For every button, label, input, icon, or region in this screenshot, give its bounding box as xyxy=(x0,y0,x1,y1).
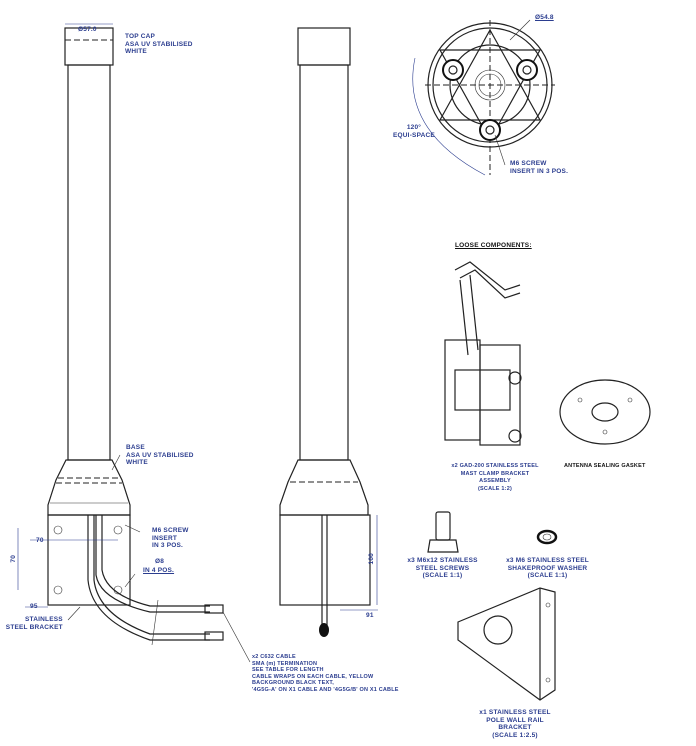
label-line: BACKGROUND BLACK TEXT, xyxy=(252,680,335,686)
top-view xyxy=(412,19,555,176)
loose-components-title: LOOSE COMPONENTS: xyxy=(455,242,532,249)
label-line: INSERT IN 3 POS. xyxy=(510,167,569,175)
label-line: STEEL SCREWS xyxy=(415,564,470,572)
pole-bracket-drawing xyxy=(457,587,556,701)
mast-clamp-drawing xyxy=(444,261,522,446)
hole-diameter-dim: Ø8 xyxy=(155,558,165,565)
mast-clamp-label: x2 GAD-200 STAINLESS STEEL MAST CLAMP BR… xyxy=(440,463,550,493)
dim-91: 91 xyxy=(366,612,374,619)
label-line: (SCALE 1:2.5) xyxy=(492,731,538,739)
label-line: ASSEMBLY xyxy=(479,478,511,484)
label-line: x3 M6 STAINLESS STEEL xyxy=(506,557,589,564)
dim-95: 95 xyxy=(30,603,38,610)
pole-bracket-label: x1 STAINLESS STEEL POLE WALL RAIL BRACKE… xyxy=(470,709,560,739)
label-line: x1 STAINLESS STEEL xyxy=(479,709,551,716)
label-line: x3 M6x12 STAINLESS xyxy=(407,557,478,564)
angle-label: 120° EQUI-SPACE xyxy=(393,124,435,139)
label-line: x2 C632 CABLE xyxy=(252,654,296,660)
label-line: STEEL BRACKET xyxy=(5,623,63,631)
label-line: MAST CLAMP BRACKET xyxy=(460,470,530,477)
label-line: (SCALE 1:2) xyxy=(478,485,512,492)
label-line: BRACKET xyxy=(498,724,532,731)
label-line: INSERT xyxy=(152,534,178,542)
dim-100: 100 xyxy=(367,553,375,565)
top-cap-diameter-dim: Ø57.0 xyxy=(78,26,97,33)
screw-insert-label: M6 SCREW INSERT IN 3 POS. xyxy=(152,527,189,550)
cable-label: x2 C632 CABLE SMA (m) TERMINATION SEE TA… xyxy=(252,654,399,693)
label-line: WHITE xyxy=(126,459,148,466)
top-view-insert-label: M6 SCREW INSERT IN 3 POS. xyxy=(510,160,568,175)
dim-70-horizontal: 70 xyxy=(36,537,44,544)
screws-label: x3 M6x12 STAINLESS STEEL SCREWS (SCALE 1… xyxy=(400,557,485,580)
label-line: (SCALE 1:1) xyxy=(422,572,463,579)
label-line: M6 SCREW xyxy=(152,527,189,534)
label-line: 120° xyxy=(406,124,422,131)
side-view-antenna xyxy=(279,27,378,637)
label-line: POLE WALL RAIL xyxy=(486,716,544,724)
label-line: SEE TABLE FOR LENGTH xyxy=(252,667,324,673)
top-cap-label: TOP CAP ASA UV STABILISED WHITE xyxy=(125,33,193,56)
label-line: WHITE xyxy=(125,48,147,55)
label-line: CABLE WRAPS ON EACH CABLE, YELLOW xyxy=(252,673,374,680)
label-line: BASE xyxy=(126,444,145,451)
gasket-drawing xyxy=(559,379,651,445)
label-line: IN 3 POS. xyxy=(152,542,184,549)
gasket-label: ANTENNA SEALING GASKET xyxy=(564,463,646,469)
screw-drawing xyxy=(427,511,459,553)
label-line: EQUI-SPACE xyxy=(393,131,435,139)
label-line: (SCALE 1:1) xyxy=(527,572,568,579)
top-view-diameter: Ø54.8 xyxy=(535,14,554,21)
washer-drawing xyxy=(536,529,558,545)
dim-70-vertical: 70 xyxy=(10,554,18,563)
bracket-label: STAINLESS STEEL BRACKET xyxy=(5,616,63,631)
label-line: M6 SCREW xyxy=(510,160,547,167)
label-line: TOP CAP xyxy=(125,33,156,40)
base-label: BASE ASA UV STABILISED WHITE xyxy=(126,444,194,467)
label-line: '4G5G-A' ON X1 CABLE AND '4G5G/B' ON X1 … xyxy=(252,686,399,693)
label-line: STAINLESS xyxy=(25,616,63,623)
label-line: SHAKEPROOF WASHER xyxy=(507,564,588,572)
label-line: x2 GAD-200 STAINLESS STEEL xyxy=(451,463,539,469)
label-line: ASA UV STABILISED xyxy=(126,451,194,459)
front-view-antenna xyxy=(17,23,251,663)
label-line: SMA (m) TERMINATION xyxy=(252,660,318,667)
hole-count-label: IN 4 POS. xyxy=(143,567,175,574)
washer-label: x3 M6 STAINLESS STEEL SHAKEPROOF WASHER … xyxy=(495,557,600,580)
label-line: ASA UV STABILISED xyxy=(125,40,193,48)
